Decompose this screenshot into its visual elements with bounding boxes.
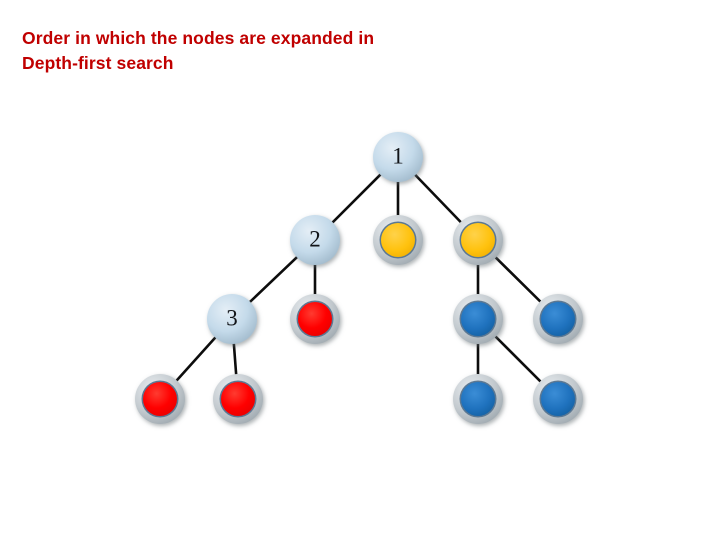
- node-fill-red: [221, 382, 255, 416]
- page-title: Order in which the nodes are expanded in…: [22, 28, 375, 73]
- node-order-label: 3: [226, 305, 238, 330]
- tree-node-red[interactable]: [135, 374, 185, 424]
- node-fill-blue: [461, 382, 495, 416]
- node-outer-ring: [207, 294, 257, 344]
- tree-node-blue[interactable]: [533, 294, 583, 344]
- tree-node-red[interactable]: [213, 374, 263, 424]
- node-fill-red: [298, 302, 332, 336]
- tree-node-2[interactable]: 2: [290, 215, 340, 265]
- node-order-label: 1: [392, 143, 404, 168]
- node-order-label: 2: [309, 226, 321, 251]
- node-fill-blue: [461, 302, 495, 336]
- node-fill-red: [143, 382, 177, 416]
- tree-node-blue[interactable]: [453, 294, 503, 344]
- tree-node-blue[interactable]: [533, 374, 583, 424]
- tree-node-red[interactable]: [290, 294, 340, 344]
- node-fill-blue: [541, 302, 575, 336]
- tree-node-3[interactable]: 3: [207, 294, 257, 344]
- node-fill-blue: [541, 382, 575, 416]
- tree-node-1[interactable]: 1: [373, 132, 423, 182]
- node-outer-ring: [373, 132, 423, 182]
- tree-node-orange[interactable]: [373, 215, 423, 265]
- node-outer-ring: [290, 215, 340, 265]
- node-fill-orange: [381, 223, 415, 257]
- tree-edges: [158, 155, 560, 401]
- tree-node-blue[interactable]: [453, 374, 503, 424]
- tree-node-orange[interactable]: [453, 215, 503, 265]
- node-fill-orange: [461, 223, 495, 257]
- tree-nodes: 1 2 3: [135, 132, 583, 424]
